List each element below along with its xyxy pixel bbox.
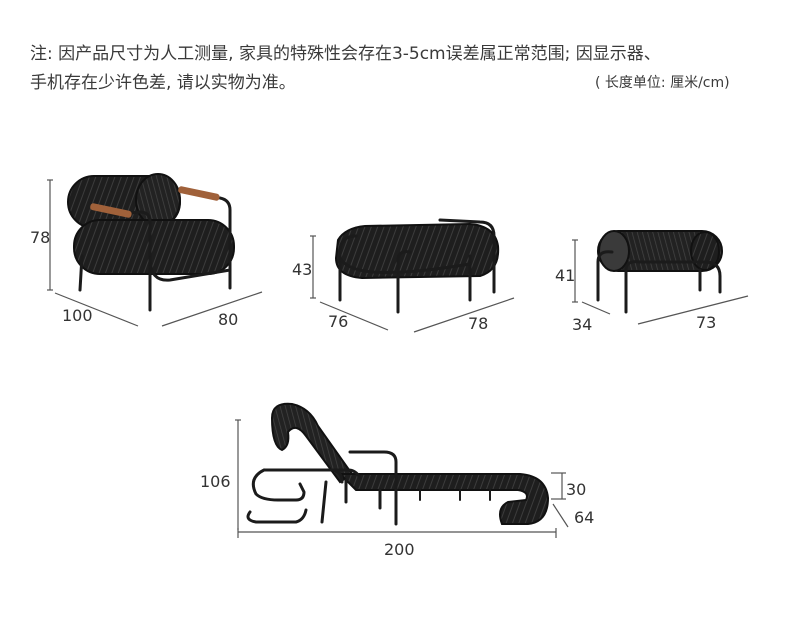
bench-depth-label: 34 (572, 315, 593, 334)
armchair-depth-label: 80 (218, 310, 239, 329)
unit-note: ( 长度单位: 厘米/cm) (595, 75, 730, 91)
lounger-length-label: 200 (384, 540, 415, 559)
ottoman-depth-label: 78 (468, 314, 489, 333)
disclaimer-note: 注: 因产品尺寸为人工测量, 家具的特殊性会存在3-5cm误差属正常范围; 因显… (30, 40, 661, 98)
armchair-height-label: 78 (30, 228, 51, 247)
ottoman-width-label: 76 (328, 312, 349, 331)
armchair-width-label: 100 (62, 306, 93, 325)
disclaimer-line-1: 注: 因产品尺寸为人工测量, 家具的特殊性会存在3-5cm误差属正常范围; 因显… (30, 44, 661, 64)
bench-width-label: 73 (696, 313, 717, 332)
lounger-width-label: 64 (574, 508, 595, 527)
lounger-height-label: 106 (200, 472, 231, 491)
armchair-drawing (67, 173, 235, 312)
bench-drawing (596, 230, 723, 314)
ottoman-height-label: 43 (292, 260, 313, 279)
bench-height-label: 41 (555, 266, 576, 285)
disclaimer-line-2: 手机存在少许色差, 请以实物为准。 (30, 73, 296, 93)
lounger-seat-height-label: 30 (566, 480, 587, 499)
ottoman-drawing (334, 218, 500, 314)
lounger-drawing (246, 402, 550, 526)
